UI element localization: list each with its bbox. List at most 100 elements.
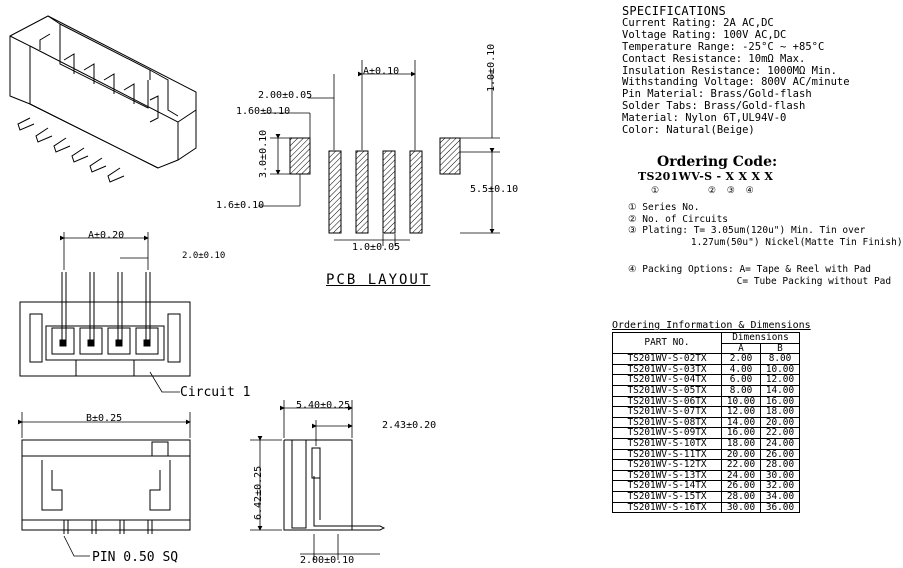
packing-line: C= Tube Packing without Pad [628, 276, 892, 287]
specifications-block: SPECIFICATIONS Current Rating: 2A AC,DC … [622, 4, 850, 137]
cell-dim-a: 2.00 [721, 353, 761, 365]
spec-line: Solder Tabs: Brass/Gold-flash [622, 100, 806, 113]
cell-dim-b: 8.00 [760, 353, 800, 365]
spec-line: Withstanding Voltage: 800V AC/minute [622, 76, 850, 89]
cell-dim-a: 24.00 [721, 469, 761, 482]
cell-dim-b: 20.00 [760, 416, 800, 429]
cell-dim-a: 22.00 [721, 459, 761, 471]
spec-line: Color: Natural(Beige) [622, 124, 755, 137]
note-line: ③ Plating: T= 3.05um(120u") Min. Tin ove… [628, 225, 866, 236]
cell-part-no: TS201WV-S-06TX [612, 395, 722, 408]
cell-part-no: TS201WV-S-12TX [612, 459, 722, 471]
cell-dim-b: 36.00 [760, 501, 800, 514]
front-dim-pitch: 2.0±0.10 [182, 251, 226, 261]
cell-part-no: TS201WV-S-09TX [612, 427, 722, 439]
spec-line: Material: Nylon 6T,UL94V-0 [622, 112, 787, 125]
cell-part-no: TS201WV-S-16TX [612, 501, 722, 514]
cell-dim-b: 12.00 [760, 374, 800, 386]
cell-dim-a: 4.00 [721, 363, 761, 376]
pcb-layout [258, 60, 500, 246]
cell-dim-a: 8.00 [721, 384, 761, 397]
ordering-code-notes: ① Series No. ② No. of Circuits ③ Plating… [628, 202, 903, 248]
spec-line: Current Rating: 2A AC,DC [622, 16, 774, 29]
ordering-code-value: TS201WV-S - X X X X [638, 170, 774, 183]
cell-part-no: TS201WV-S-08TX [612, 416, 722, 429]
header-part-no: PART NO. [612, 331, 722, 355]
pcb-dim-a: A±0.10 [363, 66, 400, 77]
cell-part-no: TS201WV-S-04TX [612, 374, 722, 386]
cell-dim-b: 32.00 [760, 480, 800, 492]
bottom-view [18, 412, 191, 557]
spec-line: Temperature Range: -25°C ~ +85°C [622, 40, 825, 53]
cell-part-no: TS201WV-S-03TX [612, 363, 722, 376]
pcb-dim-offset: 1.6±0.10 [216, 200, 265, 211]
cell-dim-a: 16.00 [721, 427, 761, 439]
bottom-dim-b: B±0.25 [86, 413, 123, 424]
pcb-dim-tab-height: 3.0±0.10 [258, 129, 269, 178]
cell-dim-a: 14.00 [721, 416, 761, 429]
note-line: ② No. of Circuits [628, 213, 729, 225]
spec-line: Voltage Rating: 100V AC,DC [622, 28, 787, 41]
pcb-dim-pitch: 2.00±0.05 [258, 90, 313, 101]
pcb-layout-title: PCB LAYOUT [326, 272, 431, 288]
cell-dim-b: 10.00 [760, 363, 800, 376]
side-dim-pin: 2.00±0.10 [300, 555, 355, 566]
cell-part-no: TS201WV-S-14TX [612, 480, 722, 492]
cell-dim-a: 26.00 [721, 480, 761, 492]
cell-part-no: TS201WV-S-13TX [612, 469, 722, 482]
packing-options: ④ Packing Options: A= Tape & Reel with P… [628, 264, 891, 288]
note-line: 1.27um(50u") Nickel(Matte Tin Finish) [628, 236, 903, 248]
cell-dim-b: 16.00 [760, 395, 800, 408]
spec-line: Insulation Resistance: 1000MΩ Min. [622, 64, 837, 77]
ordering-code-title: Ordering Code: [657, 154, 778, 170]
cell-part-no: TS201WV-S-15TX [612, 490, 722, 503]
pcb-dim-tab-width: 1.60±0.10 [236, 106, 291, 117]
ordering-table-title: Ordering Information & Dimensions [612, 320, 811, 331]
side-view [250, 400, 386, 560]
front-view [19, 232, 191, 393]
packing-line: ④ Packing Options: A= Tape & Reel with P… [628, 264, 872, 275]
cell-dim-b: 24.00 [760, 437, 800, 450]
cell-dim-a: 30.00 [721, 501, 761, 514]
connector-3d-view [9, 15, 197, 183]
cell-dim-b: 22.00 [760, 427, 800, 439]
technical-drawing [9, 15, 500, 560]
cell-dim-b: 26.00 [760, 448, 800, 461]
header-b: B [760, 342, 800, 355]
cell-dim-b: 30.00 [760, 469, 800, 482]
specifications-title: SPECIFICATIONS [622, 4, 726, 18]
cell-dim-b: 28.00 [760, 459, 800, 471]
cell-dim-a: 6.00 [721, 374, 761, 386]
pcb-dim-span: 5.5±0.10 [470, 184, 519, 195]
circuit-1-label: Circuit 1 [180, 385, 251, 400]
cell-dim-a: 12.00 [721, 406, 761, 418]
header-a: A [721, 342, 761, 355]
cell-part-no: TS201WV-S-02TX [612, 353, 722, 365]
pcb-dim-pad-width: 1.0±0.05 [352, 242, 401, 253]
side-dim-height: 6.42±0.25 [253, 465, 264, 520]
cell-part-no: TS201WV-S-05TX [612, 384, 722, 397]
pcb-dim-top: 1.0±0.10 [486, 43, 497, 92]
front-dim-a: A±0.20 [88, 230, 125, 241]
cell-part-no: TS201WV-S-07TX [612, 406, 722, 418]
pin-size-label: PIN 0.50 SQ [92, 550, 179, 565]
note-line: ① Series No. [628, 202, 700, 213]
spec-line: Contact Resistance: 10mΩ Max. [622, 52, 806, 65]
header-dimensions: Dimensions [721, 332, 800, 344]
